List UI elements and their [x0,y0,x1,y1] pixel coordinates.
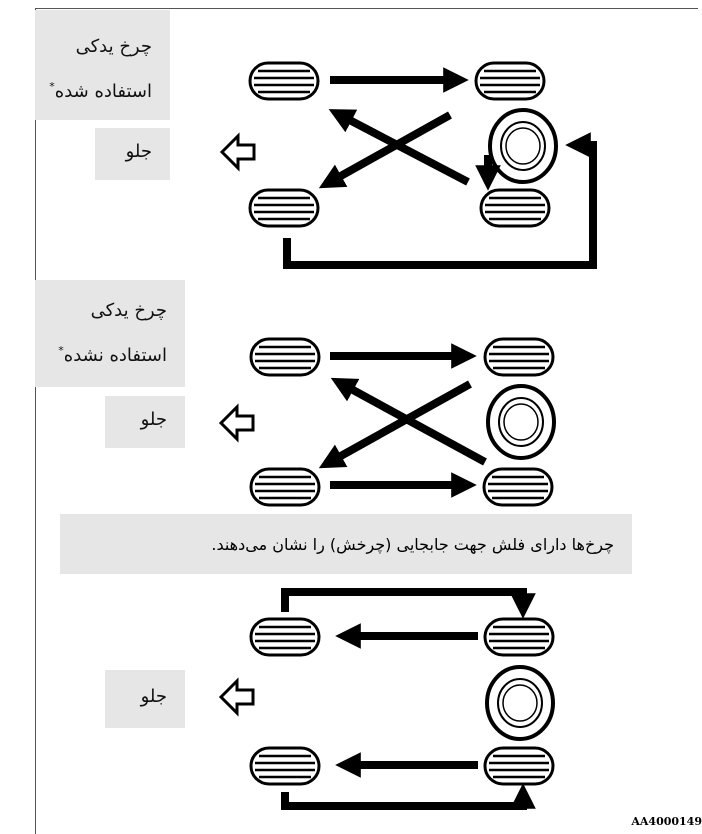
front-label: جلو [95,128,170,180]
front-arrow-icon [220,134,256,170]
front-label: جلو [105,670,185,728]
tire-icon [483,337,555,377]
tire-icon [482,467,554,507]
rotation-arrows [283,67,597,269]
tire-icon [483,746,555,786]
rotation-arrows [281,588,536,810]
spare-wheel-icon [486,384,556,460]
tire-icon [249,467,321,507]
spare-unused-line2: استفاده نشده* [58,344,167,366]
tire-icon [248,61,320,101]
figure-code: AA4000149 [631,815,702,828]
tire-icon [249,337,321,377]
front-arrow-icon [219,679,255,715]
spare-unused-line1: چرخ یدکی [90,300,167,321]
front-label: جلو [105,396,185,448]
spare-wheel-icon [485,665,555,741]
spare-used-label: چرخ یدکی استفاده شده* [35,10,170,120]
tire-icon [474,61,546,101]
tire-icon [249,746,321,786]
rotation-arrows [318,343,487,498]
front-arrow-icon [219,405,255,441]
spare-used-line1: چرخ یدکی [75,36,152,57]
spare-unused-label: چرخ یدکی استفاده نشده* [35,280,185,387]
rotation-note: چرخ‌ها دارای فلش جهت جابجایی (چرخش) را ن… [60,514,632,574]
tire-icon [479,188,551,228]
spare-wheel-icon [488,108,558,184]
spare-used-line2: استفاده شده* [49,80,152,102]
tire-icon [249,617,321,657]
tire-icon [248,188,320,228]
tire-icon [483,617,555,657]
